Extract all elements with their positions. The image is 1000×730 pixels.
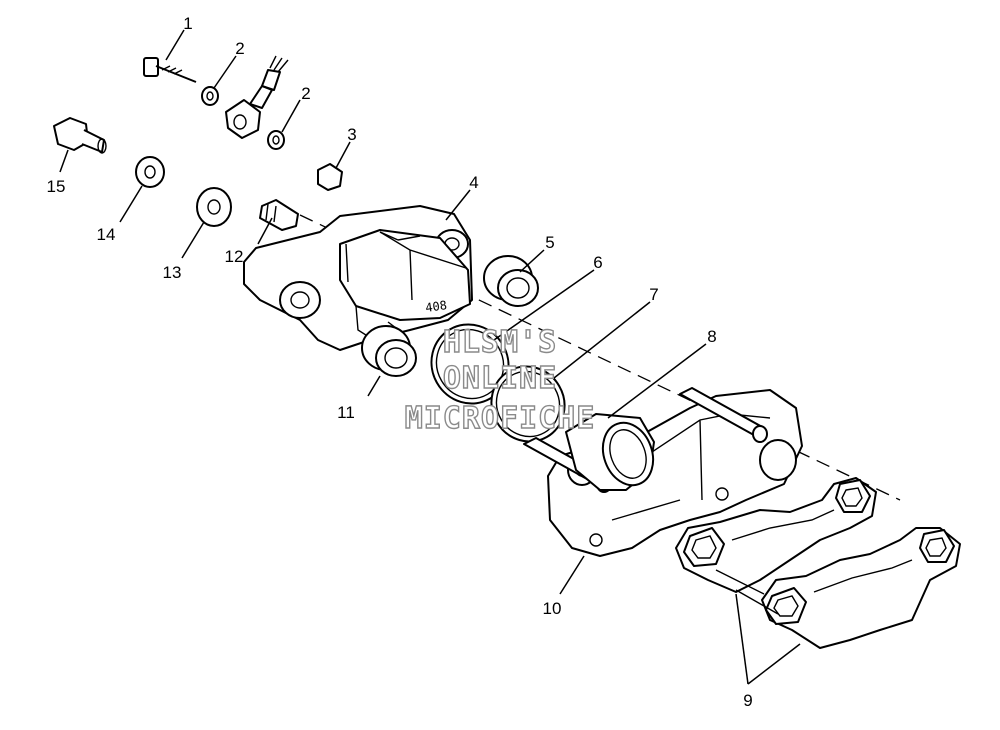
callout-14: 14 [97, 225, 116, 244]
callout-4: 4 [469, 173, 478, 192]
callout-2-lower: 2 [301, 84, 310, 103]
watermark-line-3: MICROFICHE [405, 401, 596, 436]
callout-labels: 1 2 2 3 4 5 6 7 8 9 10 11 12 13 14 15 [47, 14, 753, 710]
callout-3: 3 [347, 125, 356, 144]
part-9-brake-pad-rear [675, 477, 877, 593]
part-7-dust-seal [490, 365, 566, 443]
part-14-lock-washer [135, 156, 165, 188]
callout-9: 9 [743, 691, 752, 710]
watermark: HLSM'S ONLINE MICROFICHE [404, 324, 596, 436]
part-8-piston [565, 413, 655, 491]
part-3-bleeder-cap [317, 163, 343, 191]
callout-8: 8 [707, 327, 716, 346]
watermark-line-2: ONLINE [443, 361, 557, 396]
callout-2-upper: 2 [235, 39, 244, 58]
callout-1: 1 [183, 14, 192, 33]
part-13-flat-washer [196, 187, 232, 227]
banjo-fitting [225, 55, 289, 139]
part-10-caliper-bracket [523, 387, 803, 557]
callout-6: 6 [593, 253, 602, 272]
part-2-washer-upper [201, 86, 219, 106]
callout-13: 13 [163, 263, 182, 282]
callout-10: 10 [543, 599, 562, 618]
callout-7: 7 [649, 285, 658, 304]
part-11-pin-boot-lower [361, 325, 417, 377]
part-2-washer-lower [267, 130, 285, 150]
watermark-line-1: HLSM'S [443, 325, 557, 360]
part-6-piston-seal [430, 323, 510, 405]
part-4-caliper-body [243, 205, 473, 351]
leader-lines [59, 29, 801, 685]
part-5-pin-boot-upper [483, 255, 539, 307]
caliper-stamp-text: 408 [424, 298, 447, 315]
part-1-banjo-bolt [143, 57, 197, 83]
part-15-mounting-bolt [53, 117, 107, 154]
callout-11: 11 [337, 403, 355, 422]
callout-12: 12 [225, 247, 244, 266]
part-12-bleeder-screw [259, 199, 299, 231]
callout-15: 15 [47, 177, 66, 196]
part-9-brake-pad-front [715, 527, 961, 649]
callout-5: 5 [545, 233, 554, 252]
